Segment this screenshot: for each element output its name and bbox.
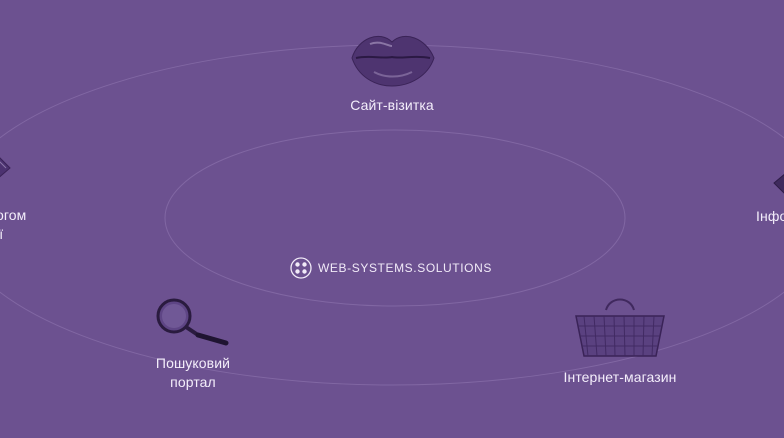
- node-shop-icon-wrap[interactable]: [570, 292, 670, 358]
- node-label-catalog-2: ії: [0, 226, 4, 242]
- brand-logo[interactable]: WEB-SYSTEMS.SOLUTIONS: [290, 257, 492, 279]
- lips-icon: [351, 36, 435, 87]
- node-label-business-card: Сайт-візитка: [350, 97, 434, 113]
- node-info[interactable]: Інфо: [756, 207, 784, 226]
- node-catalog[interactable]: огом ії: [0, 206, 26, 244]
- node-search-portal-icon-wrap[interactable]: [150, 296, 240, 346]
- folder-icon: [0, 157, 11, 178]
- brand-text: WEB-SYSTEMS.SOLUTIONS: [318, 261, 492, 275]
- node-catalog-icon-wrap[interactable]: [0, 150, 20, 190]
- node-label-catalog-1: огом: [0, 207, 27, 223]
- node-shop[interactable]: Інтернет-магазин: [552, 368, 688, 387]
- four-dots-logo-icon: [290, 257, 312, 279]
- node-business-card[interactable]: Сайт-візитка: [330, 28, 454, 115]
- node-search-portal[interactable]: Пошуковий портал: [143, 354, 243, 392]
- node-info-icon-wrap[interactable]: [770, 168, 784, 198]
- node-label-shop: Інтернет-магазин: [563, 369, 677, 385]
- folder-icon: [773, 174, 784, 194]
- basket-icon: [575, 298, 665, 357]
- inner-orbit: [164, 129, 626, 307]
- node-label-search-2: портал: [170, 374, 216, 390]
- magnifier-icon: [156, 298, 229, 346]
- node-label-info: Інфо: [756, 208, 784, 224]
- node-label-search-1: Пошуковий: [155, 355, 231, 371]
